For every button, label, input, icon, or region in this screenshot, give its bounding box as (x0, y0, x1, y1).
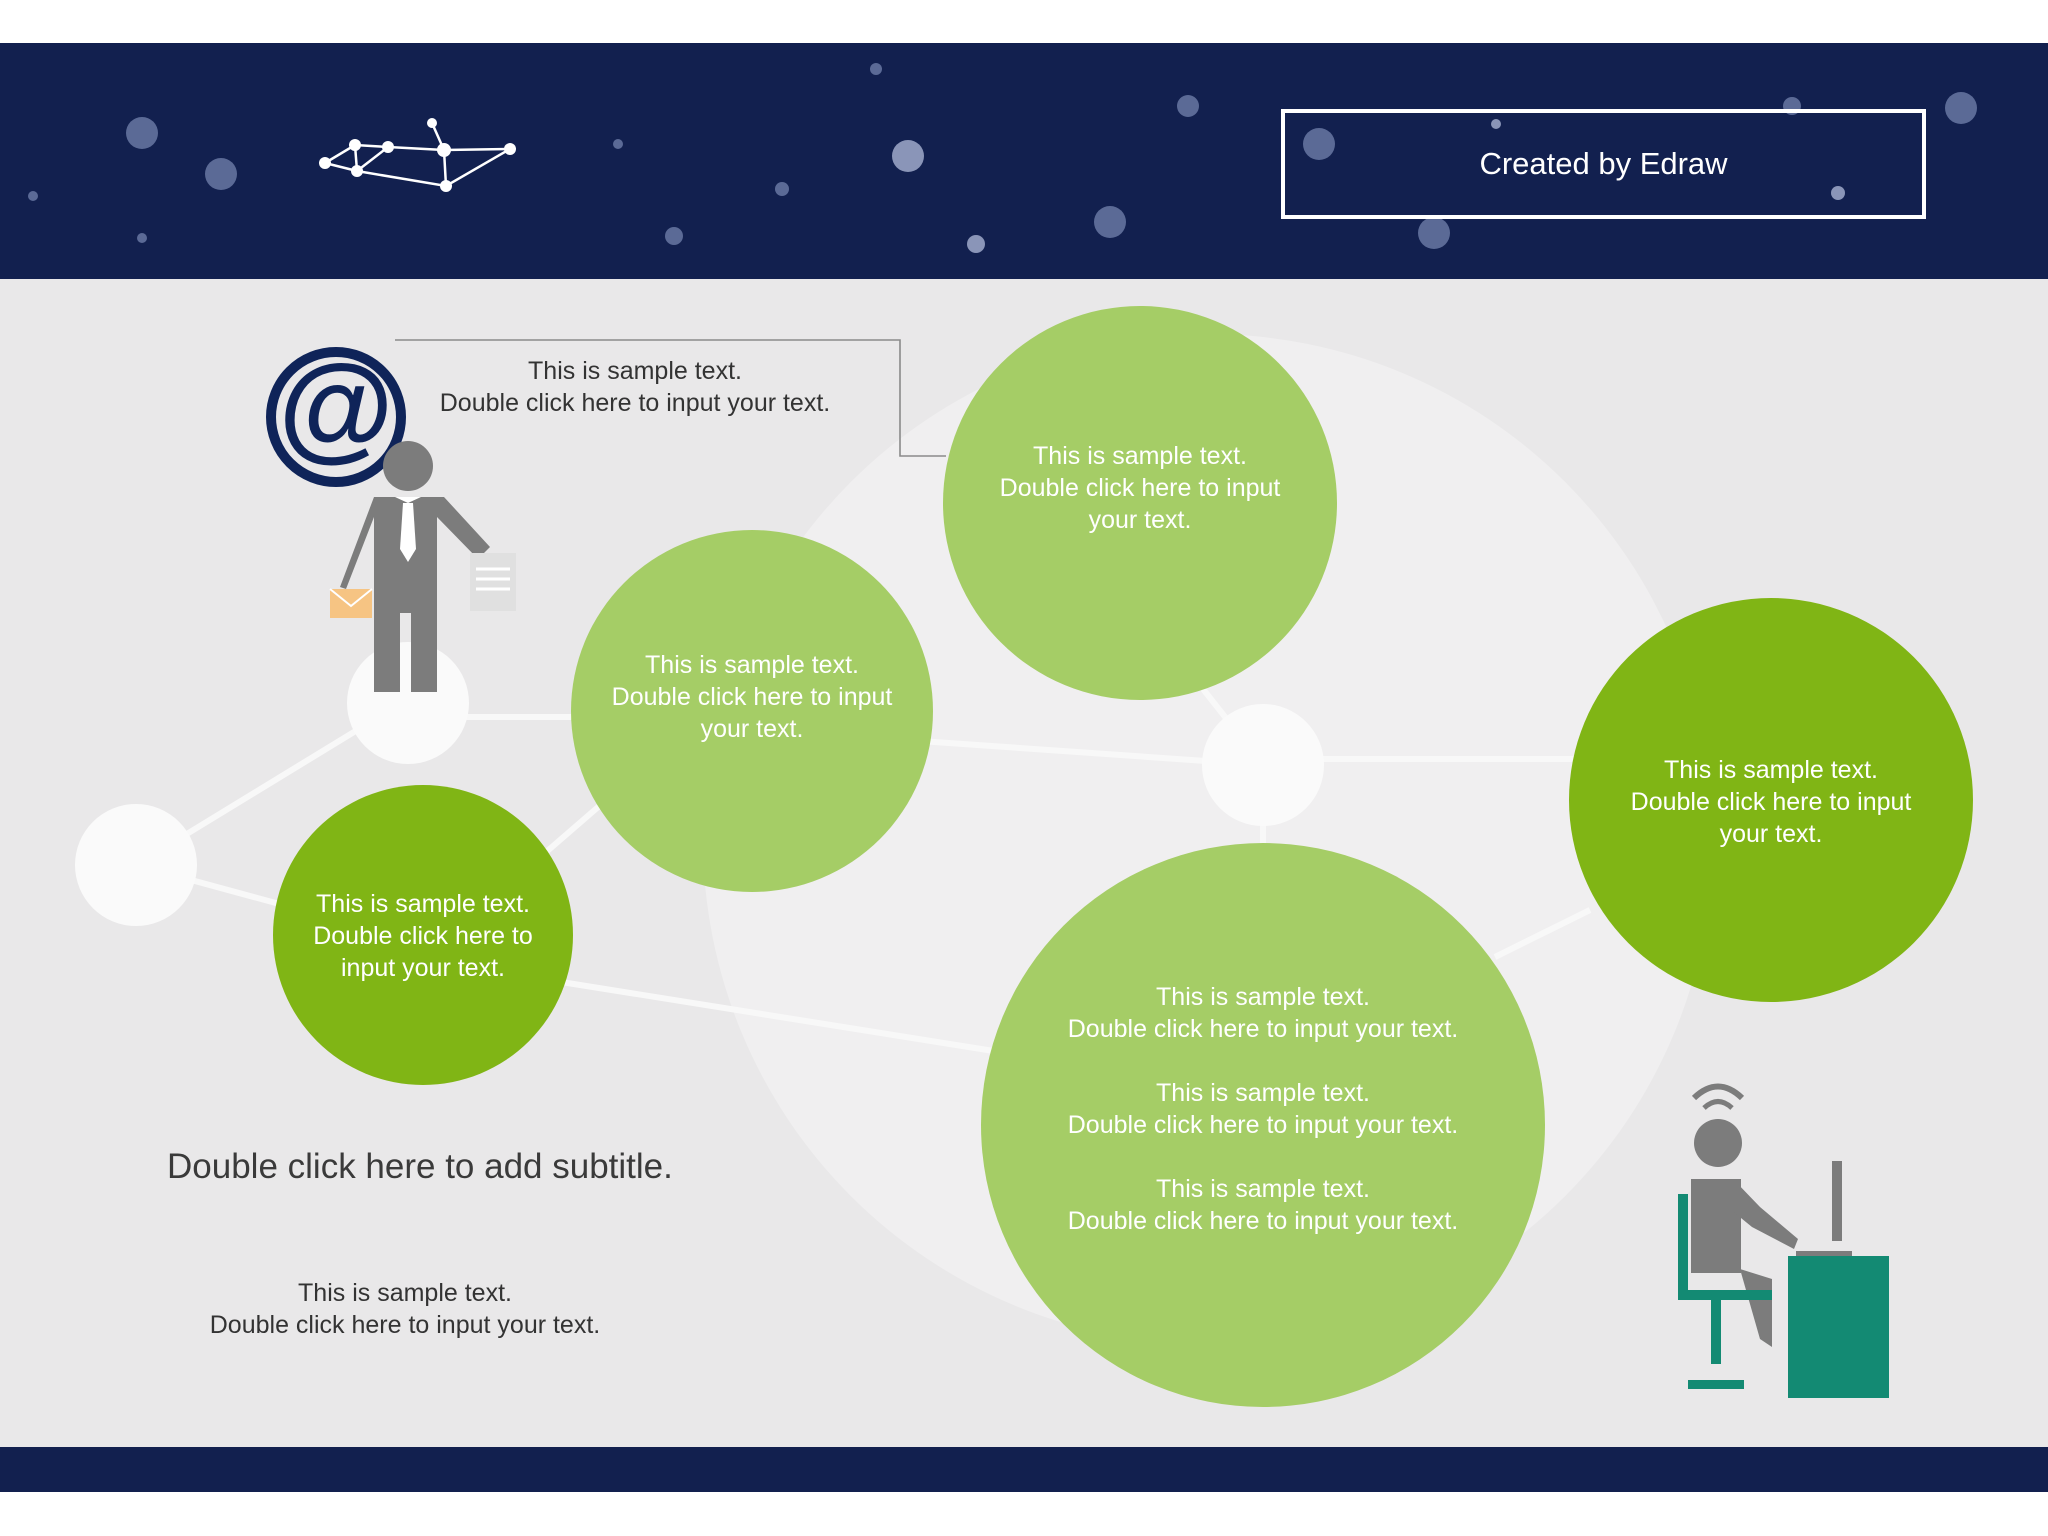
circle-big-text[interactable]: This is sample text. Double click here t… (1067, 983, 1459, 1235)
svg-text:@: @ (278, 341, 393, 473)
callout-line (395, 339, 946, 457)
constellation-icon (319, 118, 516, 192)
circle-top[interactable] (943, 306, 1337, 700)
subtitle[interactable]: Double click here to add subtitle. (167, 1147, 673, 1186)
circle-mid-text[interactable]: This is sample text. Double click here t… (611, 651, 893, 743)
brand-label: Created by Edraw (1479, 146, 1728, 181)
network-node (75, 804, 197, 926)
circle-right-text[interactable]: This is sample text. Double click here t… (1630, 756, 1912, 848)
computer-worker-icon (1678, 1083, 1889, 1398)
callout-text[interactable]: This is sample text. Double click here t… (439, 357, 831, 417)
circle-top-text[interactable]: This is sample text. Double click here t… (999, 442, 1281, 534)
network-node (1202, 704, 1324, 826)
diagram-area: @ (0, 279, 2048, 1447)
at-sign-icon: @ (266, 341, 406, 487)
footer-bar (0, 1447, 2048, 1492)
network-diagram: @ (75, 306, 1973, 1407)
network-node (347, 642, 469, 764)
businessman-icon (329, 441, 516, 692)
circle-big[interactable] (981, 843, 1545, 1407)
circle-right[interactable] (1569, 598, 1973, 1002)
brand-label-box[interactable]: Created by Edraw (1281, 109, 1926, 219)
circle-left-text[interactable]: This is sample text. Double click here t… (313, 890, 533, 982)
footer-sample-text[interactable]: This is sample text. Double click here t… (209, 1279, 601, 1339)
circle-mid[interactable] (571, 530, 933, 892)
header-banner: Created by Edraw (0, 43, 2048, 279)
circle-left[interactable] (273, 785, 573, 1085)
